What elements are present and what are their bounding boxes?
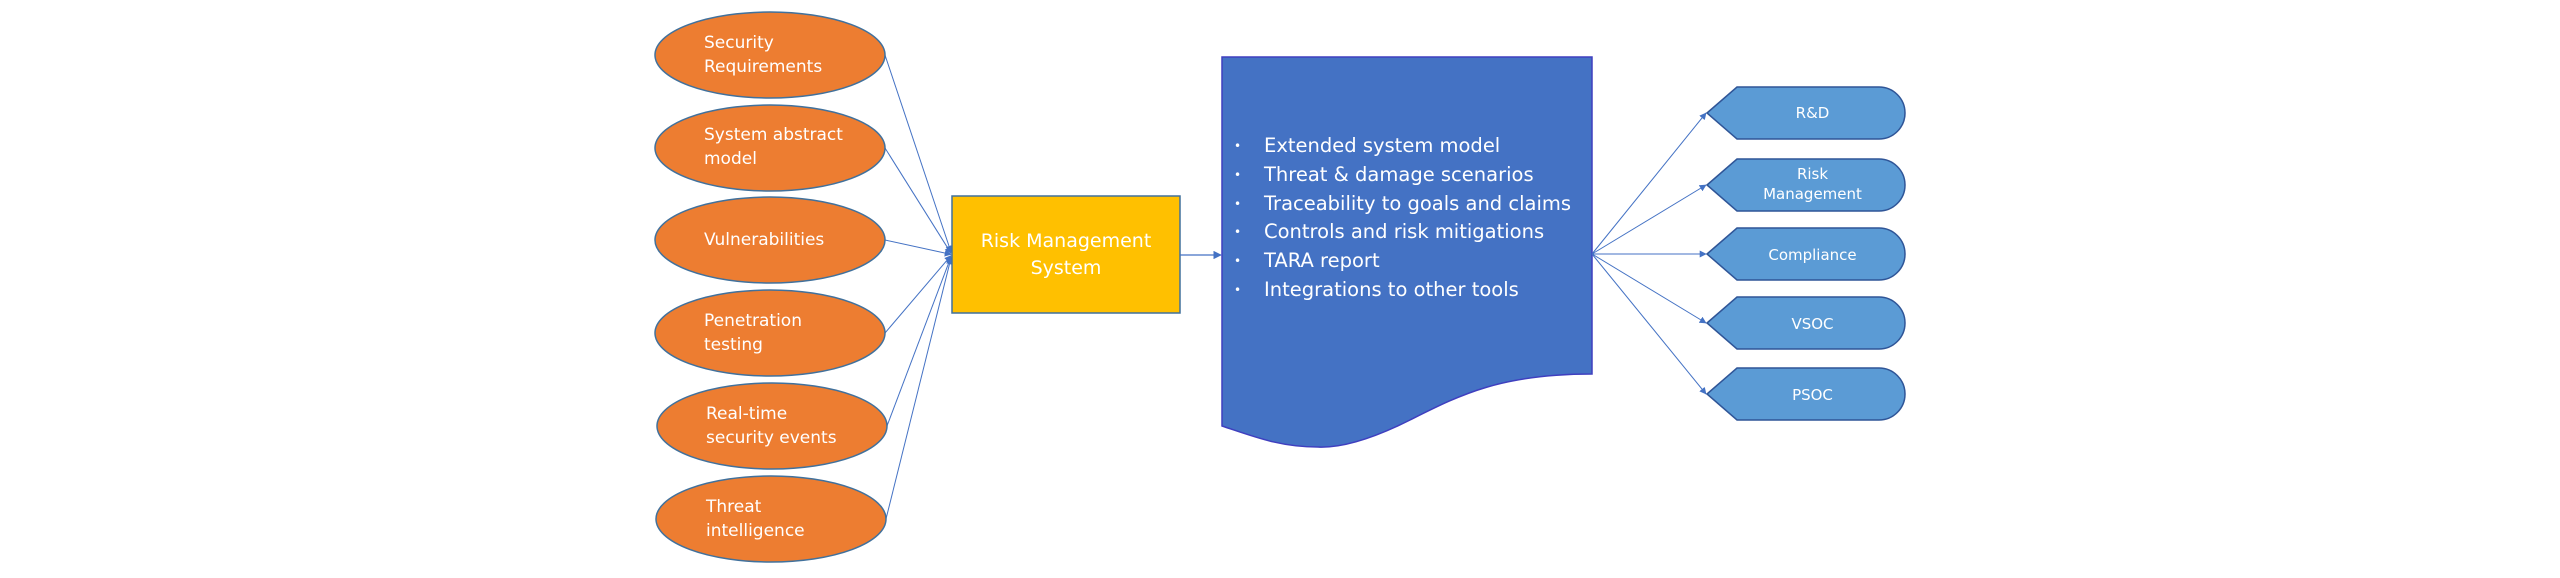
output-label-compliance: Compliance	[1768, 246, 1857, 264]
input-oval[interactable]	[654, 196, 886, 284]
input-label-vulnerabilities: Vulnerabilities	[704, 230, 825, 250]
input-label-system-abstract-model: System abstract model	[704, 125, 843, 169]
input-oval[interactable]	[655, 475, 887, 563]
bullet-icon: •	[1234, 254, 1242, 269]
input-label-penetration-testing: Penetration testing	[704, 311, 802, 355]
output-document-shape[interactable]	[1221, 56, 1593, 448]
input-connector-arrow	[884, 255, 952, 334]
input-connector-arrow	[886, 256, 953, 427]
output-display-shape[interactable]	[1705, 227, 1906, 281]
document-item-text: Integrations to other tools	[1264, 277, 1519, 301]
document-item-text: Extended system model	[1264, 134, 1501, 157]
input-connectors	[884, 54, 953, 520]
input-oval[interactable]	[654, 104, 886, 192]
bullet-icon: •	[1234, 139, 1242, 153]
input-label-security-requirements: Security Requirements	[704, 33, 823, 77]
document-item: • Threat & damage scenarios	[1232, 161, 1571, 190]
output-display-shape[interactable]	[1705, 296, 1906, 350]
output-label-vsoc: VSOC	[1791, 315, 1834, 333]
output-label-rnd: R&D	[1795, 104, 1830, 122]
input-label-threat-intelligence: Threat intelligence	[706, 497, 805, 541]
document-item-text: Controls and risk mitigations	[1264, 220, 1545, 244]
document-item-text: Threat & damage scenarios	[1264, 162, 1534, 186]
output-label-risk-management: Risk Management	[1763, 165, 1862, 203]
output-display-shape[interactable]	[1705, 367, 1906, 421]
bullet-icon: •	[1234, 282, 1242, 297]
output-label-psoc: PSOC	[1792, 386, 1833, 404]
input-connector-arrow	[884, 147, 952, 254]
input-oval[interactable]	[654, 289, 886, 377]
output-connector-arrow	[1591, 112, 1707, 255]
document-item: • Extended system model	[1232, 132, 1571, 161]
output-display-shape[interactable]	[1705, 158, 1906, 212]
input-connector-arrow	[884, 54, 953, 253]
document-item-text: TARA report	[1264, 249, 1380, 273]
input-label-real-time-security-events: Real-time security events	[706, 404, 837, 448]
output-connector-arrow	[1591, 184, 1707, 255]
input-connector-arrow	[884, 239, 952, 257]
document-item-text: Traceability to goals and claims	[1264, 191, 1572, 215]
output-display-shape[interactable]	[1705, 86, 1906, 140]
input-oval[interactable]	[654, 11, 886, 99]
system-label: Risk Management System	[980, 230, 1152, 279]
document-feature-list: • Extended system model • Threat & damage …	[1232, 132, 1571, 305]
output-display-shapes	[1705, 86, 1906, 421]
bullet-icon: •	[1234, 167, 1242, 182]
risk-management-system-box[interactable]	[951, 195, 1181, 314]
output-connectors	[1591, 112, 1707, 395]
document-item: • TARA report	[1232, 247, 1571, 276]
document-item: • Integrations to other tools	[1232, 276, 1571, 305]
bullet-icon: •	[1234, 196, 1242, 211]
input-connector-arrow	[885, 257, 953, 520]
input-ovals	[654, 11, 888, 563]
document-item: • Controls and risk mitigations	[1232, 218, 1571, 247]
input-oval[interactable]	[656, 382, 888, 470]
output-connector-arrow	[1591, 253, 1707, 395]
bullet-icon: •	[1234, 225, 1242, 240]
document-item: • Traceability to goals and claims	[1232, 190, 1571, 219]
output-connector-arrow	[1591, 253, 1707, 324]
